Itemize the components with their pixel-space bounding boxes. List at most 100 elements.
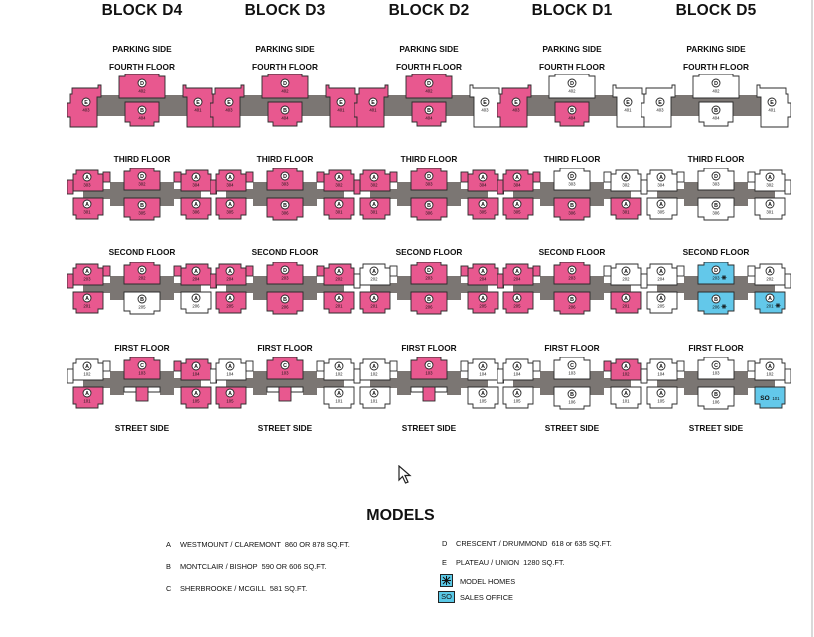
unit-number: 206	[281, 305, 289, 310]
legend-key: D	[442, 539, 448, 548]
unit-model-circle	[225, 293, 235, 303]
wing-inner	[532, 171, 541, 183]
unit-model-letter: A	[372, 296, 376, 302]
unit-number: 306	[568, 211, 576, 216]
unit-305	[502, 197, 534, 220]
floor-label: SECOND FLOOR	[108, 247, 176, 257]
unit-model-letter: B	[570, 392, 574, 398]
unit-number: 306	[192, 210, 200, 215]
wing-inner	[532, 360, 541, 372]
building-core	[684, 276, 698, 300]
unit-number: 102	[83, 372, 91, 377]
unit-number: 305	[226, 210, 234, 215]
unit-301	[359, 197, 391, 220]
building-core	[83, 283, 201, 293]
unit-number: 303	[281, 182, 289, 187]
unit-model-circle	[280, 294, 290, 304]
unit-model-letter: A	[194, 296, 198, 302]
unit-model-circle	[656, 266, 666, 276]
unit-model-letter: A	[768, 296, 772, 302]
wing-inner	[676, 265, 685, 277]
unit-model-letter: A	[659, 269, 663, 275]
wing-left	[210, 368, 217, 384]
unit-number: 404	[281, 116, 289, 121]
unit-number: 306	[425, 211, 433, 216]
legend-size: 581 SQ.FT.	[269, 584, 308, 593]
unit-model-circle	[193, 97, 203, 107]
wing-inner	[676, 360, 685, 372]
wing-left	[641, 179, 648, 195]
unit-206	[180, 291, 212, 314]
unit-number: 205	[513, 304, 521, 309]
unit-model-letter: B	[283, 297, 287, 303]
unit-model-circle	[711, 294, 721, 304]
wing-inner	[102, 265, 111, 277]
unit-model-letter: D	[714, 81, 718, 87]
unit-number: 105	[192, 399, 200, 404]
unit-105	[646, 386, 678, 409]
wing-inner	[676, 171, 685, 183]
unit-model-letter: D	[570, 268, 574, 274]
model-home-icon	[440, 574, 453, 587]
wing-inner	[173, 360, 182, 372]
unit-number: 104	[226, 372, 234, 377]
unit-number: 303	[83, 183, 91, 188]
unit-model-letter: A	[194, 391, 198, 397]
wing-inner	[173, 265, 182, 277]
building-core	[447, 276, 461, 300]
unit-model-circle	[82, 388, 92, 398]
building-core	[83, 378, 201, 388]
unit-number: 304	[226, 183, 234, 188]
building-core	[684, 182, 698, 206]
wing-left	[641, 368, 648, 384]
unit-number: 205	[657, 304, 665, 309]
unit-model-letter: E	[196, 100, 200, 106]
wing-inner	[747, 171, 756, 183]
building-core	[110, 371, 124, 395]
unit-105	[502, 386, 534, 409]
building-core	[540, 276, 554, 300]
unit-number: 102	[622, 372, 630, 377]
unit-model-circle	[655, 97, 665, 107]
unit-number: 306	[281, 211, 289, 216]
parking-side-label: PARKING SIDE	[255, 44, 315, 54]
unit-number: 105	[479, 399, 487, 404]
unit-number: 401	[624, 108, 632, 113]
sales-office-label: SO	[760, 395, 769, 402]
unit-model-circle	[424, 171, 434, 181]
block-title: BLOCK D1	[531, 2, 613, 19]
legend-key: B	[166, 562, 171, 571]
unit-model-letter: A	[481, 391, 485, 397]
unit-model-letter: A	[481, 364, 485, 370]
unit-stair	[422, 386, 436, 402]
unit-number: 205	[479, 304, 487, 309]
unit-model-letter: A	[85, 296, 89, 302]
unit-model-circle	[137, 105, 147, 115]
unit-301	[72, 197, 104, 220]
unit-number: 401	[768, 108, 776, 113]
unit-401	[756, 84, 791, 128]
unit-model-letter: A	[659, 175, 663, 181]
wing-inner	[460, 360, 469, 372]
unit-model-letter: A	[372, 364, 376, 370]
unit-number: 202	[370, 277, 378, 282]
building-core	[684, 371, 698, 395]
floor-label: FOURTH FLOOR	[683, 62, 749, 72]
unit-model-letter: B	[140, 297, 144, 303]
model-home-icon	[775, 303, 781, 308]
unit-number: 103	[568, 371, 576, 376]
unit-model-circle	[137, 294, 147, 304]
unit-model-circle	[478, 266, 488, 276]
unit-model-circle	[191, 293, 201, 303]
unit-model-circle	[621, 293, 631, 303]
unit-201	[359, 291, 391, 314]
unit-number: 105	[226, 399, 234, 404]
building-core	[226, 189, 344, 199]
